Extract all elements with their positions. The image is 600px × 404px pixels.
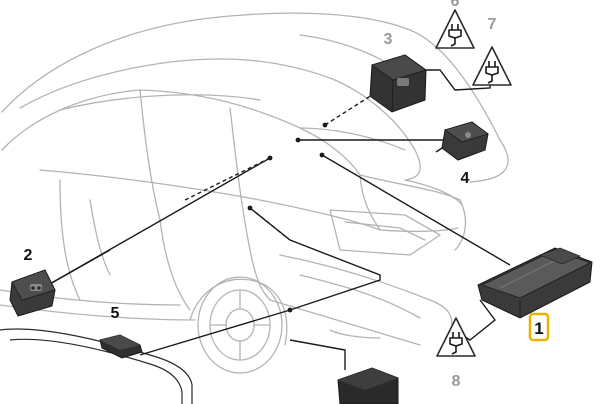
component-3-control-unit[interactable]: [369, 54, 427, 113]
callout-8-label[interactable]: 8: [452, 373, 461, 390]
component-5-module[interactable]: [99, 334, 143, 359]
callout-1-label[interactable]: 1: [534, 319, 543, 338]
callout-4-label[interactable]: 4: [461, 170, 470, 187]
leader-dots: [247, 122, 328, 313]
esd-warning-icon-8: [436, 317, 476, 357]
callout-6-label[interactable]: 6: [451, 0, 460, 10]
component-4-sensor[interactable]: [435, 121, 489, 161]
esd-warning-icon-7: [472, 46, 512, 86]
component-2-control-unit[interactable]: [9, 269, 56, 317]
esd-warning-icon-6: [435, 9, 475, 49]
callout-2-label[interactable]: 2: [24, 247, 33, 264]
leader-lines: [47, 69, 511, 370]
callout-3-label[interactable]: 3: [384, 31, 393, 48]
component-1-antenna-module[interactable]: [477, 247, 593, 319]
callout-5-label[interactable]: 5: [111, 305, 120, 322]
component-bottom-module[interactable]: [337, 367, 399, 404]
callout-1-highlight: [528, 312, 550, 342]
door-panel-outline: [0, 328, 193, 404]
car-outline: [0, 12, 509, 374]
callout-7-label[interactable]: 7: [488, 16, 497, 33]
